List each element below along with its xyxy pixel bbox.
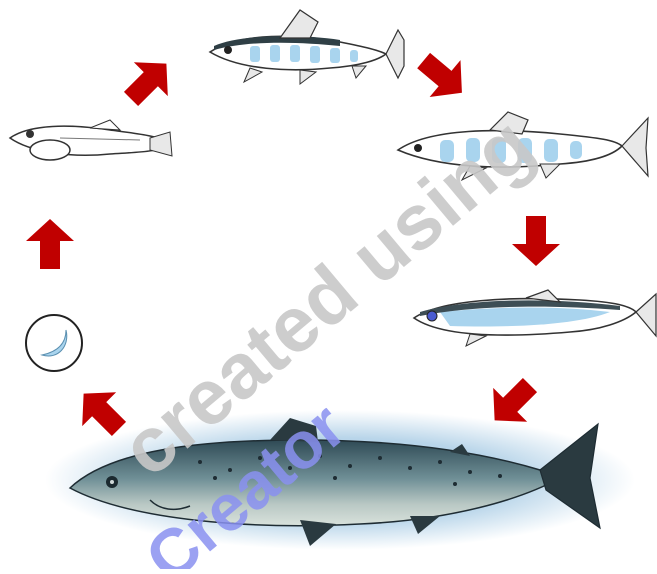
alevin-fish-icon (10, 120, 172, 160)
parr-fish-icon (398, 112, 648, 180)
lifecycle-arrows (26, 42, 560, 446)
arrow-parr-to-smolt (512, 216, 560, 266)
fry-fish-icon (210, 10, 404, 84)
arrow-alevin-to-fry (114, 47, 183, 116)
arrow-egg-to-alevin (26, 219, 74, 269)
smolt-fish-icon (414, 290, 656, 346)
arrow-fry-to-parr (408, 42, 477, 111)
egg-icon (26, 315, 82, 371)
adult-salmon-icon (45, 410, 635, 550)
